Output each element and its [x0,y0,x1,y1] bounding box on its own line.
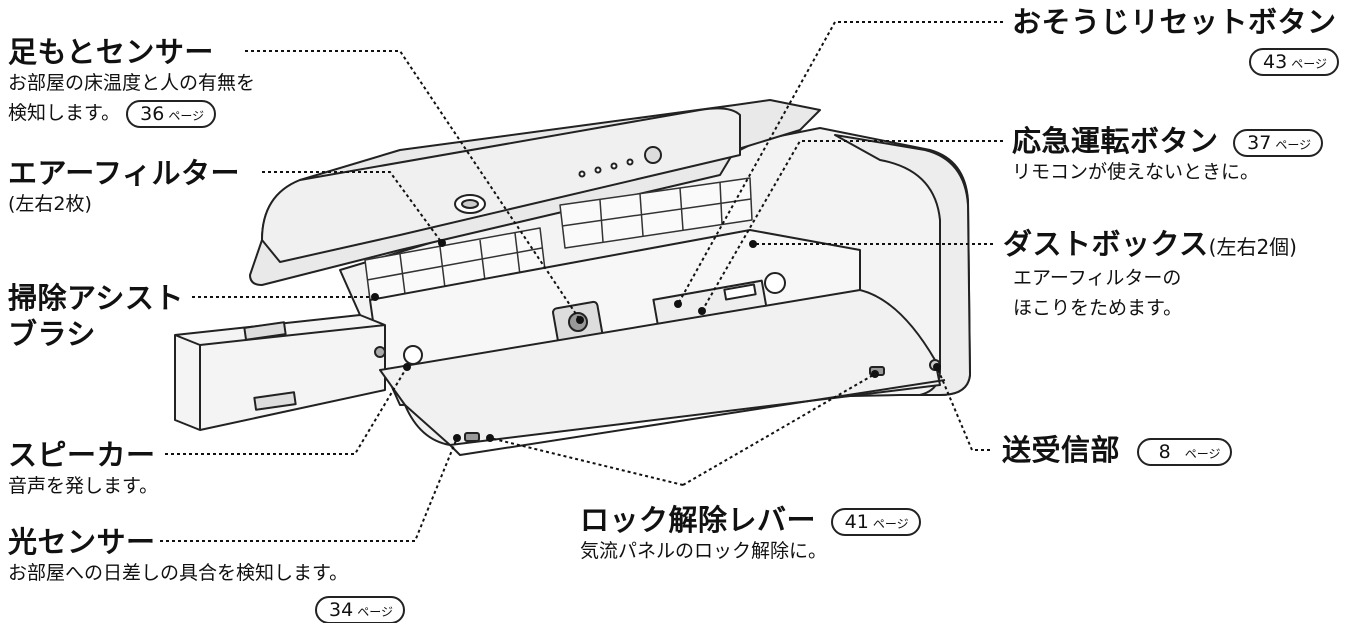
foot-sensor-title: 足もとセンサー [8,35,214,69]
speaker-desc: 音声を発します。 [8,475,159,497]
emergency-button-title: 応急運転ボタン [1012,124,1219,158]
brush-title1: 掃除アシスト [8,281,184,315]
label-air-filter: エアーフィルター (左右2枚) [8,157,240,219]
lock-lever-title: ロック解除レバー [580,503,817,537]
filter-right [559,177,753,249]
light-sensor-title: 光センサー [8,525,156,559]
leader-lines [160,21,1003,542]
leader-air-filter [262,171,443,244]
speaker-grille [403,345,423,365]
dust-box-desc1: エアーフィルターの [1013,267,1182,289]
label-brush: 掃除アシスト ブラシ [8,282,184,350]
dust-box-title: ダストボックス [1003,227,1209,261]
front-cover-face [261,107,741,263]
lid-indicator-big [644,146,662,164]
left-dust-tray [174,314,386,431]
foot-sensor-desc2: 検知します。 [8,102,121,124]
leader-reset [677,21,1003,305]
label-reset-button: おそうじリセットボタン [1012,6,1337,38]
dust-box-title-note: (左右2個) [1208,235,1297,259]
label-light-sensor: 光センサー お部屋への日差しの具合を検知します。 [8,526,348,588]
air-filter-title: エアーフィルター [8,156,240,190]
leader-lock-left [489,437,684,486]
leader-emergency [701,140,1003,312]
lock-lever-desc: 気流パネルのロック解除に。 [580,540,828,562]
air-filter-desc: (左右2枚) [8,193,92,215]
receiver-title: 送受信部 [1002,433,1121,467]
leader-light-sensor [160,437,458,542]
brush-title2: ブラシ [8,317,96,351]
label-speaker: スピーカー 音声を発します。 [8,439,158,501]
foot-sensor-desc1: お部屋の床温度と人の有無を [8,72,256,94]
reset-button-title: おそうじリセットボタン [1012,5,1337,39]
leader-lock-right [682,373,876,486]
emergency-button-desc: リモコンが使えないときに。 [1012,161,1260,183]
light-sensor-desc: お部屋への日差しの具合を検知します。 [8,562,349,584]
dust-box-desc2: ほこりをためます。 [1013,297,1183,319]
speaker-title: スピーカー [8,438,156,472]
dustbox-round-cap [764,272,786,294]
leader-receiver [936,366,990,451]
label-dust-box: ダストボックス(左右2個) エアーフィルターの ほこりをためます。 [1003,228,1297,323]
unit-right-cap [834,134,971,396]
leader-dots [371,239,941,442]
